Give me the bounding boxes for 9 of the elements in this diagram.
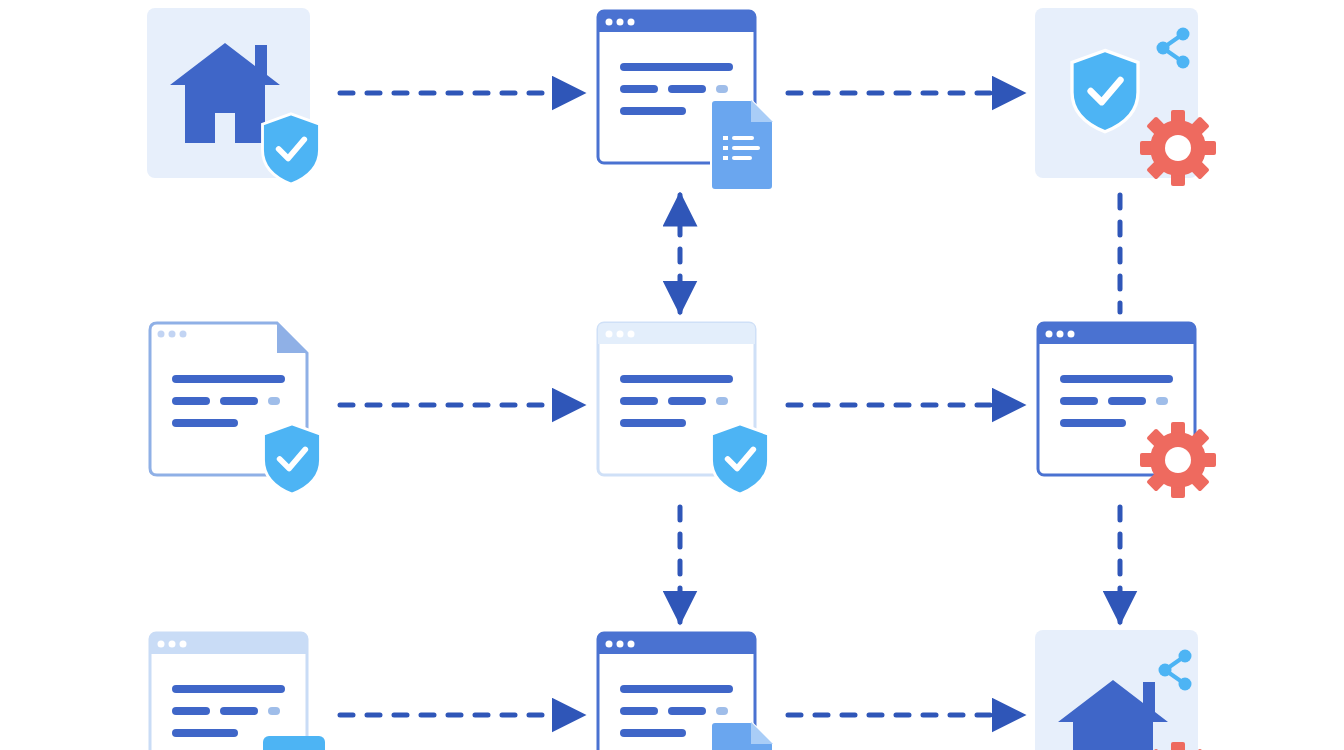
dashed-arrow xyxy=(337,75,587,111)
dashed-arrow xyxy=(785,697,1027,733)
dashed-arrow xyxy=(662,504,698,626)
dashed-arrow xyxy=(785,387,1027,423)
dashed-arrow xyxy=(337,697,587,733)
dashed-arrow xyxy=(337,387,587,423)
dashed-arrow xyxy=(662,191,698,316)
dashed-arrow xyxy=(785,75,1027,111)
dashed-arrow xyxy=(1102,504,1138,626)
